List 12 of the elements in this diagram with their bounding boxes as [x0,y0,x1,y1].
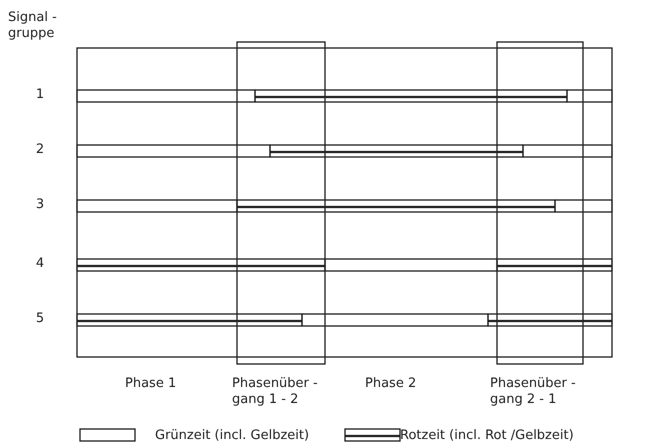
axis-label: Signal - gruppe [8,10,58,42]
row-label: 4 [34,256,46,272]
row-label: 2 [34,142,46,158]
phase-label: Phase 2 [365,376,418,392]
phase-label: Phasenüber - gang 2 - 1 [490,376,577,408]
phase-label: Phasenüber - gang 1 - 2 [232,376,319,408]
row-label: 5 [34,311,46,327]
row-label: 1 [34,87,46,103]
phase-label: Phase 1 [125,376,178,392]
legend-label: Rotzeit (incl. Rot /Gelbzeit) [400,428,574,444]
row-label: 3 [34,197,46,213]
legend-label: Grünzeit (incl. Gelbzeit) [155,428,310,444]
